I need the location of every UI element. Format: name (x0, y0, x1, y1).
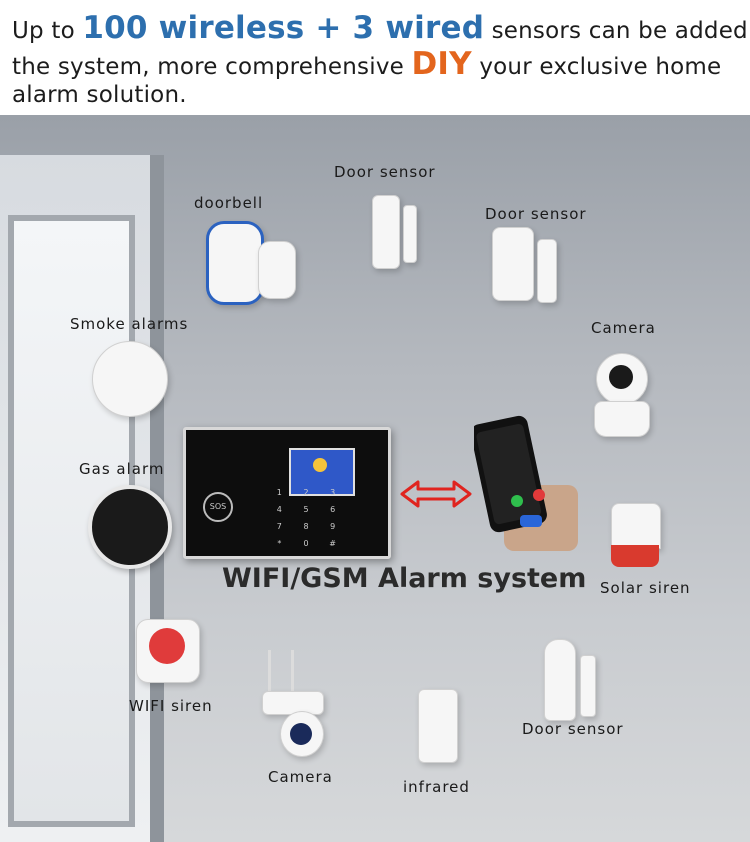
header-line-1: Up to 100 wireless + 3 wired sensors can… (12, 10, 750, 46)
label-solar-siren: Solar siren (600, 579, 691, 597)
doorbell-receiver-icon (206, 221, 264, 305)
header-text-1b: sensors can be added to (484, 18, 750, 44)
gas-alarm-icon (88, 485, 172, 569)
main-title: WIFI/GSM Alarm system (222, 563, 587, 594)
door-sensor-top-magnet-icon (403, 205, 417, 263)
product-scene: Door sensor doorbell Door sensor Smoke a… (0, 115, 750, 842)
alarm-panel-device: SOS 1 2 3 4 5 6 7 8 9 * 0 # (183, 427, 391, 559)
solar-siren-light-icon (611, 545, 659, 567)
label-camera-bottom: Camera (268, 768, 333, 786)
label-gas-alarm: Gas alarm (79, 460, 165, 478)
key: 6 (330, 505, 336, 514)
key: # (329, 539, 336, 548)
camera-bottom-lens-icon (290, 723, 312, 745)
infrared-sensor-icon (418, 689, 458, 763)
door-sensor-right-magnet-icon (537, 239, 557, 303)
solar-siren-top-icon (611, 503, 661, 549)
header-line-2: the system, more comprehensive DIY your … (12, 46, 721, 82)
key: 5 (303, 505, 309, 514)
smartphone-app-icon (474, 415, 578, 551)
key: 7 (276, 522, 282, 531)
camera-antenna-right-icon (291, 650, 294, 694)
key: 2 (303, 488, 309, 497)
camera-antenna-left-icon (268, 650, 271, 694)
label-door-sensor-top: Door sensor (334, 163, 436, 181)
label-smoke-alarms: Smoke alarms (70, 315, 189, 333)
key: 0 (303, 539, 309, 548)
door-sensor-right-main-icon (492, 227, 534, 301)
key: * (277, 539, 282, 548)
wifi-siren-light-icon (149, 628, 185, 664)
label-infrared: infrared (403, 778, 470, 796)
label-wifi-siren: WIFI siren (129, 697, 213, 715)
door-sensor-top-main-icon (372, 195, 400, 269)
doorbell-button-icon (258, 241, 296, 299)
key: 3 (330, 488, 336, 497)
panel-keypad: 1 2 3 4 5 6 7 8 9 * 0 # (266, 488, 346, 552)
smoke-alarm-icon (92, 341, 168, 417)
label-camera-top: Camera (591, 319, 656, 337)
key: 8 (303, 522, 309, 531)
door-sensor-bottom-main-icon (544, 639, 576, 721)
header-text-2a: the system, more comprehensive (12, 54, 412, 80)
camera-top-base-icon (594, 401, 650, 437)
sos-button-icon: SOS (203, 492, 233, 522)
key: 9 (330, 522, 336, 531)
label-door-sensor-right: Door sensor (485, 205, 587, 223)
header-highlight-orange: DIY (411, 46, 472, 82)
label-door-sensor-bottom: Door sensor (522, 720, 624, 738)
header-line-3: alarm solution. (12, 82, 187, 108)
moon-icon (313, 458, 327, 472)
door-sensor-bottom-magnet-icon (580, 655, 596, 717)
key: 1 (276, 488, 282, 497)
key: 4 (276, 505, 282, 514)
panel-screen (289, 448, 355, 496)
label-doorbell: doorbell (194, 194, 264, 212)
camera-top-lens-icon (609, 365, 633, 389)
camera-bottom-base-icon (262, 691, 324, 715)
header-text-1a: Up to (12, 18, 83, 44)
header-text-2b: your exclusive home (471, 54, 722, 80)
header-highlight-blue: 100 wireless + 3 wired (82, 10, 485, 46)
header-text: Up to 100 wireless + 3 wired sensors can… (0, 0, 750, 115)
double-arrow-icon (400, 480, 472, 508)
